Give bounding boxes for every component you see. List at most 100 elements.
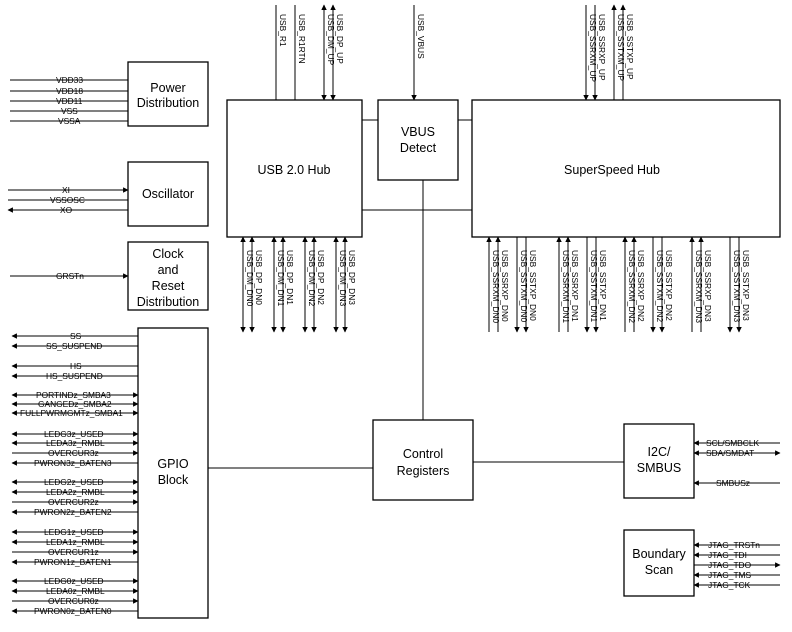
i2c-smbus-block: I2C/SMBUS — [623, 423, 695, 499]
signal-usb-sstxm-up: USB_SSTXM_UP — [616, 14, 626, 81]
internal-bus — [208, 119, 624, 469]
control-block-line1: Control — [403, 447, 443, 461]
signal-usb-ssrxm-dn2: USB_SSRXM_DN2 — [627, 250, 637, 323]
signal-ledg0: LEDG0z_USED — [44, 576, 104, 586]
signal-hs: HS — [70, 361, 82, 371]
signal-xi: XI — [62, 185, 70, 195]
signal-usb-ssrxm-dn0: USB_SSRXM_DN0 — [491, 250, 501, 323]
signal-jtag-trstn: JTAG_TRSTn — [708, 540, 760, 550]
signal-overcur3: OVERCUR3z — [48, 448, 99, 458]
boundary-block-line2: Scan — [645, 563, 674, 577]
clock-block-line3: Reset — [152, 279, 185, 293]
clock-block-line4: Distribution — [137, 295, 200, 309]
signal-grstn: GRSTn — [56, 271, 84, 281]
signal-ss: SS — [70, 331, 82, 341]
signal-usb-r1: USB_R1 — [278, 14, 288, 47]
signal-ledg2: LEDG2z_USED — [44, 477, 104, 487]
control-block-line2: Registers — [397, 464, 450, 478]
svg-text:I2C/SMBUS: I2C/SMBUS — [637, 445, 681, 475]
signal-usb-ssrxp-dn2: USB_SSRXP_DN2 — [636, 250, 646, 322]
signal-usb-ssrxp-dn3: USB_SSRXP_DN3 — [703, 250, 713, 322]
signal-usb-dp-up: USB_DP_UP — [335, 14, 345, 64]
signal-hs-suspend: HS_SUSPEND — [46, 371, 103, 381]
signal-usb-dm-dn1: USB_DM_DN1 — [276, 250, 286, 307]
signal-leda0: LEDA0z_RMBL — [46, 586, 105, 596]
clock-block-line2: and — [158, 263, 179, 277]
signal-xo: XO — [60, 205, 73, 215]
signal-ledg3: LEDG3z_USED — [44, 429, 104, 439]
i2c-block-line2: SMBUS — [637, 461, 681, 475]
oscillator-block: Oscillator — [127, 161, 209, 227]
signal-usb-sstxp-dn3: USB_SSTXP_DN3 — [741, 250, 751, 321]
gpio-block-line1: GPIO — [157, 457, 189, 471]
usb2-downstream-signals: USB_DM_DN0 USB_DP_DN0 USB_DM_DN1 USB_DP_… — [240, 236, 357, 333]
usb2-hub-label: USB 2.0 Hub — [258, 163, 331, 177]
signal-usb-sstxp-up: USB_SSTXP_UP — [625, 14, 635, 80]
clock-block-line1: Clock — [152, 247, 184, 261]
signal-usb-vbus: USB_VBUS — [416, 14, 426, 59]
jtag-signals: JTAG_TRSTn JTAG_TDI JTAG_TDO JTAG_TMS JT… — [693, 540, 781, 590]
signal-usb-r1rtn: USB_R1RTN — [297, 14, 307, 64]
signal-usb-dp-dn0: USB_DP_DN0 — [254, 250, 264, 305]
signal-usb-ssrxp-up: USB_SSRXP_UP — [597, 14, 607, 81]
signal-usb-ssrxm-up: USB_SSRXM_UP — [588, 14, 598, 82]
ss-upstream-signals: USB_SSRXM_UP USB_SSRXP_UP USB_SSTXM_UP U… — [583, 4, 635, 101]
signal-vssosc: VSSOSC — [50, 195, 85, 205]
signal-jtag-tdo: JTAG_TDO — [708, 560, 752, 570]
signal-overcur2: OVERCUR2z — [48, 497, 99, 507]
signal-usb-sstxm-dn3: USB_SSTXM_DN3 — [732, 250, 742, 322]
signal-sda: SDA/SMDAT — [706, 448, 754, 458]
signal-usb-dp-dn2: USB_DP_DN2 — [316, 250, 326, 305]
signal-pwron2: PWRON2z_BATEN2 — [34, 507, 112, 517]
signal-usb-dm-dn2: USB_DM_DN2 — [307, 250, 317, 307]
signal-vdd11: VDD11 — [56, 96, 83, 106]
signal-scl: SCL/SMBCLK — [706, 438, 759, 448]
signal-usb-dp-dn1: USB_DP_DN1 — [285, 250, 295, 305]
signal-ss-suspend: SS_SUSPEND — [46, 341, 102, 351]
signal-ledg1: LEDG1z_USED — [44, 527, 104, 537]
signal-overcur0: OVERCUR0z — [48, 596, 99, 606]
signal-usb-sstxp-dn2: USB_SSTXP_DN2 — [664, 250, 674, 321]
signal-usb-dp-dn3: USB_DP_DN3 — [347, 250, 357, 305]
signal-vdd18: VDD18 — [56, 86, 83, 96]
signal-usb-ssrxm-dn3: USB_SSRXM_DN3 — [694, 250, 704, 323]
usb2-upstream-signals: USB_R1 USB_R1RTN USB_DM_UP USB_DP_UP — [275, 4, 345, 101]
signal-usb-ssrxp-dn1: USB_SSRXP_DN1 — [570, 250, 580, 322]
signal-smbusz: SMBUSz — [716, 478, 750, 488]
signal-leda2: LEDA2z_RMBL — [46, 487, 105, 497]
signal-jtag-tdi: JTAG_TDI — [708, 550, 747, 560]
ss-downstream-signals: USB_SSRXM_DN0 USB_SSRXP_DN0 USB_SSTXM_DN… — [486, 236, 751, 333]
signal-pwron3: PWRON3z_BATEN3 — [34, 458, 112, 468]
i2c-signals: SCL/SMBCLK SDA/SMDAT SMBUSz — [693, 438, 781, 488]
superspeed-hub-block: SuperSpeed Hub — [471, 99, 781, 238]
reset-signal: GRSTn — [10, 271, 129, 281]
power-block-line2: Distribution — [137, 96, 200, 110]
signal-usb-dm-dn3: USB_DM_DN3 — [338, 250, 348, 307]
signal-usb-dm-up: USB_DM_UP — [326, 14, 336, 66]
power-signals: VDD33 VDD18 VDD11 VSS VSSA — [10, 75, 128, 126]
vbus-block-line2: Detect — [400, 141, 437, 155]
boundary-block-line1: Boundary — [632, 547, 686, 561]
signal-usb-sstxp-dn0: USB_SSTXP_DN0 — [528, 250, 538, 321]
signal-fullpwr: FULLPWRMGMTz_SMBA1 — [20, 408, 123, 418]
signal-pwron0: PWRON0z_BATEN0 — [34, 606, 112, 616]
signal-overcur1: OVERCUR1z — [48, 547, 99, 557]
signal-ganged: GANGEDz_SMBA2 — [38, 399, 112, 409]
oscillator-block-label: Oscillator — [142, 187, 194, 201]
signal-usb-ssrxp-dn0: USB_SSRXP_DN0 — [500, 250, 510, 322]
signal-usb-sstxm-dn0: USB_SSTXM_DN0 — [519, 250, 529, 322]
gpio-block-line2: Block — [158, 473, 189, 487]
signal-vdd33: VDD33 — [56, 75, 83, 85]
usb2-hub-block: USB 2.0 Hub — [226, 99, 363, 238]
